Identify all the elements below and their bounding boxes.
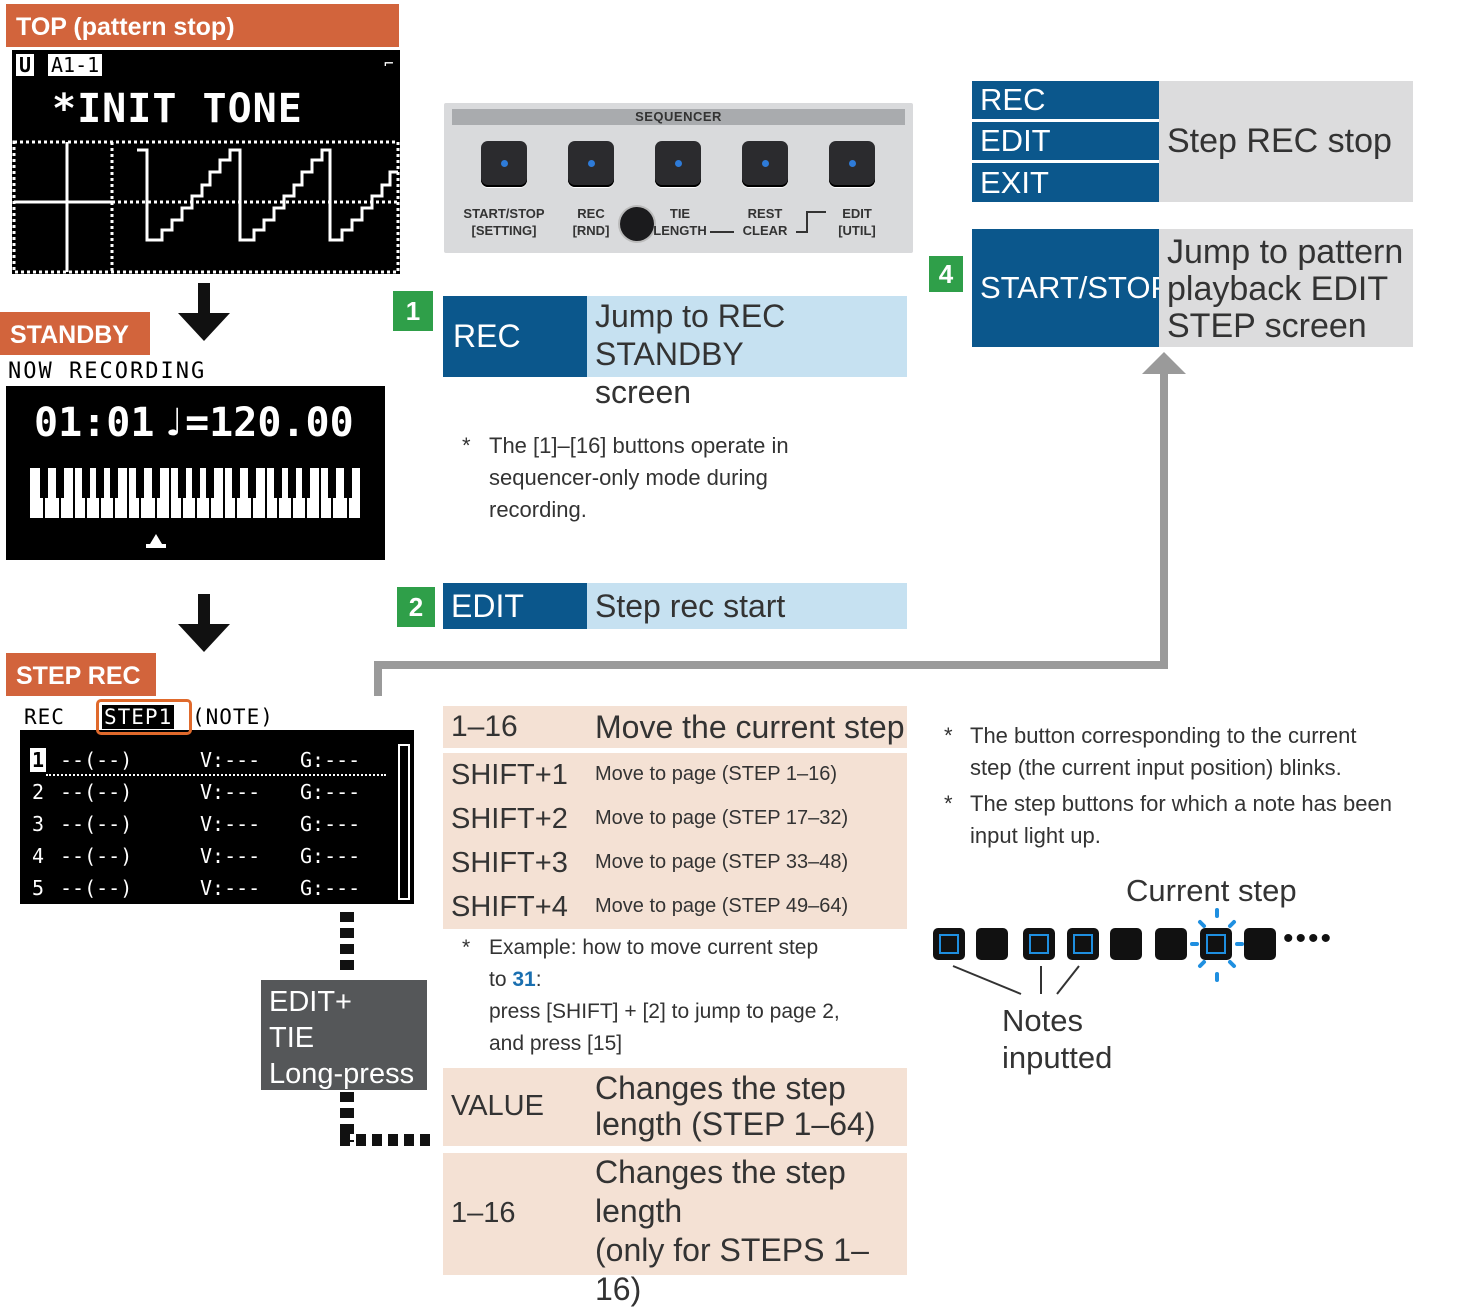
rec-label: REC[RND]	[572, 206, 610, 238]
more-steps-dots: ••••	[1283, 922, 1334, 955]
steprec-row: 3 --(--) V:--- G:---	[32, 812, 361, 836]
stop-description: Step REC stop	[1159, 81, 1413, 202]
notes-inputted-label: Notes inputted	[1002, 1003, 1113, 1075]
steprec-row: 5 --(--) V:--- G:---	[32, 876, 361, 900]
lit-note: * The step buttons for which a note has …	[944, 791, 1392, 848]
edit-button[interactable]	[829, 141, 875, 187]
corner-icon: ⌐	[384, 54, 394, 73]
stop-key-exit: EXIT	[972, 163, 1159, 202]
value-knob[interactable]	[620, 207, 654, 241]
dotted-connector-right	[340, 1134, 432, 1146]
stop-key-edit: EDIT	[972, 122, 1159, 160]
op-row-value: VALUE Changes the step length (STEP 1–64…	[443, 1068, 907, 1146]
blink-note: * The button corresponding to the curren…	[944, 723, 1357, 780]
state-label-top: TOP (pattern stop)	[6, 4, 399, 47]
steprec-row: 2 --(--) V:--- G:---	[32, 780, 361, 804]
rec-button[interactable]	[568, 141, 614, 187]
lcd-standby-screen: NOW RECORDING 01:01 ♩=120.00	[6, 358, 385, 560]
lcd-steprec-screen: REC STEP1 (NOTE) 1 --(--) V:--- G:--- 2 …	[20, 699, 414, 904]
tie-button[interactable]	[655, 141, 701, 187]
return-arrow-head	[1142, 352, 1186, 374]
step-button-current	[1200, 928, 1232, 960]
step-badge-2: 2	[397, 587, 435, 627]
step-badge-4: 4	[929, 256, 963, 292]
dotted-connector-down	[340, 1092, 354, 1142]
op-row-shift-block: SHIFT+1 Move to page (STEP 1–16) SHIFT+2…	[443, 753, 907, 929]
down-arrow-1	[178, 283, 230, 343]
return-connector-vertical-left	[374, 661, 382, 696]
op-row-1-16: 1–16 Move the current step	[443, 706, 907, 748]
step-highlight-frame	[96, 699, 192, 735]
step4-description: Jump to pattern playback EDIT STEP scree…	[1159, 229, 1413, 347]
edit-tie-line3: Long-press	[269, 1058, 415, 1090]
steprec-header-step: STEP1	[102, 705, 175, 729]
sequencer-panel: SEQUENCER START/STOP[SETTING] REC[RND] T…	[444, 103, 913, 253]
edit-tie-line1: EDIT+	[269, 986, 352, 1018]
step4-key-start-stop: START/STOP	[972, 229, 1171, 347]
waveform-graphic	[12, 140, 400, 274]
return-connector-vertical-right	[1160, 370, 1168, 669]
step-button-off	[1110, 928, 1142, 960]
sequencer-title: SEQUENCER	[452, 109, 905, 125]
edit-label: EDIT[UTIL]	[838, 206, 876, 238]
step-button-off	[976, 928, 1008, 960]
highlight-step-31: 31	[512, 968, 536, 991]
steprec-header-rec: REC	[24, 705, 65, 729]
state-label-standby: STANDBY	[0, 312, 150, 355]
lcd-top-screen: U A1-1 *INIT TONE ⌐	[12, 50, 400, 274]
blink-rays-icon	[1190, 908, 1244, 982]
steprec-scrollbar	[398, 744, 410, 900]
stop-key-rec: REC	[972, 81, 1159, 119]
step-button-off	[1244, 928, 1276, 960]
now-recording-header: NOW RECORDING	[8, 359, 207, 384]
down-arrow-2	[178, 594, 230, 654]
user-badge: U	[16, 54, 35, 76]
step-button-lit	[933, 928, 965, 960]
rest-button[interactable]	[742, 141, 788, 187]
step-button-lit	[1023, 928, 1055, 960]
start-stop-label: START/STOP[SETTING]	[463, 206, 545, 238]
keyboard-graphic	[30, 468, 360, 548]
example-note: * Example: how to move current step to 3…	[462, 936, 840, 1055]
start-stop-button[interactable]	[481, 141, 527, 187]
record-position: 01:01	[34, 400, 155, 446]
step-button-off	[1155, 928, 1187, 960]
pattern-number: A1-1	[48, 54, 103, 76]
tempo-display: ♩=120.00	[161, 400, 354, 446]
op-row-step-length: 1–16 Changes the step length (only for S…	[443, 1153, 907, 1307]
steprec-header-mode: (NOTE)	[192, 705, 274, 729]
tone-name: *INIT TONE	[52, 86, 303, 132]
current-step-label: Current step	[1126, 873, 1297, 908]
step1-description: Jump to REC STANDBY screen	[587, 296, 907, 410]
steprec-row: 1 --(--) V:--- G:---	[30, 748, 361, 772]
steprec-row: 4 --(--) V:--- G:---	[32, 844, 361, 868]
dotted-connector-up	[340, 912, 354, 974]
step1-key-rec: REC	[443, 296, 587, 377]
edit-tie-box: EDIT+ TIE Long-press	[261, 980, 427, 1090]
notes-pointer-lines	[952, 965, 1080, 995]
return-connector-horizontal	[374, 661, 1168, 669]
step2-description: Step rec start	[587, 583, 907, 629]
step-button-lit	[1067, 928, 1099, 960]
edit-tie-line2: TIE	[269, 1022, 315, 1054]
step-badge-1: 1	[393, 291, 433, 331]
recording-mode-note: * The [1]–[16] buttons operate in sequen…	[462, 433, 789, 522]
state-label-steprec: STEP REC	[6, 653, 156, 696]
step2-key-edit: EDIT	[443, 583, 587, 629]
